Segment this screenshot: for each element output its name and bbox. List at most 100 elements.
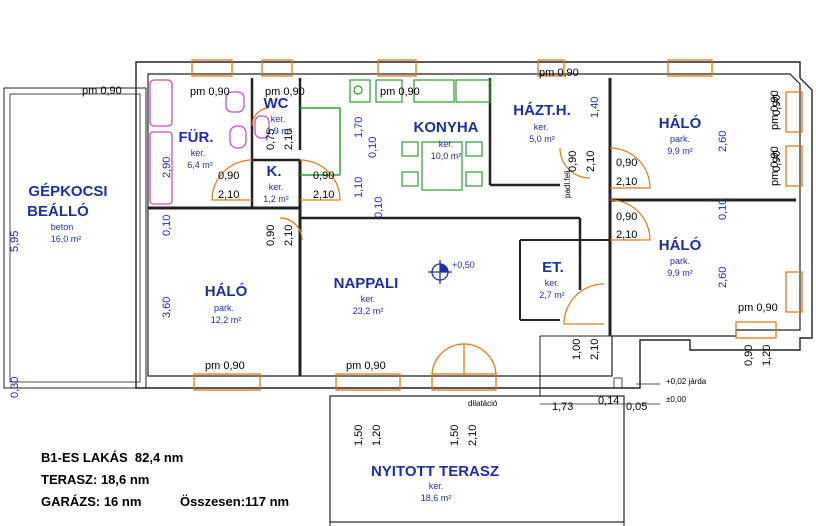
window-top-1 <box>191 59 233 77</box>
dim-label: 0,90 <box>771 151 783 172</box>
room-halo-ne-area: 9,9 m² <box>667 146 693 156</box>
pm-label: pm 0,90 <box>769 146 781 186</box>
room-halo-w-floor: park. <box>214 303 234 313</box>
dim-label: 0,10 <box>367 137 379 158</box>
padlofeli-label: padl.feli. <box>563 168 572 198</box>
room-nappali-area: 23,2 m² <box>353 306 384 316</box>
window-bottom-1 <box>193 373 261 391</box>
room-et-area: 2,7 m² <box>539 290 565 300</box>
room-terasz-area: 18,6 m² <box>421 493 452 503</box>
toilet-1 <box>229 125 247 149</box>
level-jarda-label: +0,02 járda <box>666 377 707 386</box>
room-fur-floor: ker. <box>191 148 206 158</box>
windows <box>191 59 803 391</box>
dim-label: 2,10 <box>585 151 597 172</box>
terrace-area <box>329 335 625 526</box>
dim-label: 0,90 <box>218 170 239 182</box>
dim-label: 5,95 <box>9 231 21 252</box>
walls <box>3 61 813 389</box>
pm-label: pm 0,90 <box>205 360 245 372</box>
room-halo-e-floor: park. <box>670 256 690 266</box>
dim-label: 0,90 <box>313 170 334 182</box>
room-halo-e-name: HÁLÓ <box>659 236 702 254</box>
dim-label: 2,10 <box>283 225 295 246</box>
window-right-2 <box>785 145 803 187</box>
dining-table <box>421 141 463 191</box>
window-bottom-4 <box>735 321 777 339</box>
room-haztH-name: HÁZT.H. <box>513 102 571 119</box>
room-et-name: ET. <box>542 259 564 276</box>
dim-label: 2,10 <box>616 229 637 241</box>
dim-label: 1,40 <box>589 97 601 118</box>
summary-line-3a: GARÁZS: 16 nm <box>41 494 142 509</box>
summary-line-2: TERASZ: 18,6 nm <box>41 472 150 487</box>
dim-label: 1,50 <box>353 425 365 446</box>
dim-label: 2,10 <box>313 189 334 201</box>
pm-label: pm 0,90 <box>190 86 230 98</box>
window-top-3 <box>377 59 417 77</box>
dimension-labels-blue: 1,70 0,10 1,10 0,10 1,40 2,60 0,10 2,60 … <box>9 97 729 398</box>
room-fur-area: 6,4 m² <box>187 160 213 170</box>
pm-label: pm 0,90 <box>738 302 778 314</box>
dim-label: 0,10 <box>717 199 729 220</box>
room-wc-name: WC <box>264 95 289 112</box>
window-top-5 <box>667 59 713 77</box>
washbasin <box>225 91 245 113</box>
dim-label: 2,60 <box>717 131 729 152</box>
room-k-area: 1,2 m² <box>263 194 289 204</box>
dim-label: 1,20 <box>761 345 773 366</box>
summary-line-1: B1-ES LAKÁS 82,4 nm <box>41 450 184 465</box>
dim-label: 2,10 <box>616 176 637 188</box>
room-halo-w-name: HÁLÓ <box>205 282 248 300</box>
annotations: +0,02 járda ±0,00 dilatáció padl.feli. <box>468 168 707 408</box>
dim-label: 0,90 <box>771 95 783 116</box>
room-konyha-name: KONYHA <box>413 119 478 136</box>
pm-label: pm 0,90 <box>539 67 579 79</box>
window-top-4 <box>537 59 565 77</box>
room-halo-ne-name: HÁLÓ <box>659 114 702 132</box>
room-haztH-floor: ker. <box>534 122 549 132</box>
dim-label: 0,10 <box>161 215 173 236</box>
dim-label: 0,90 <box>265 225 277 246</box>
room-fur-name: FÜR. <box>179 129 214 146</box>
dim-label: 0,90 <box>616 157 637 169</box>
dim-label: 0,05 <box>626 401 647 413</box>
room-nappali-floor: ker. <box>361 294 376 304</box>
dim-label: 0,90 <box>567 151 579 172</box>
room-konyha-floor: ker. <box>439 139 454 149</box>
room-halo-w-area: 12,2 m² <box>211 315 242 325</box>
room-gepkocsi-floor: beton <box>51 222 74 232</box>
room-wc-area: 1,9 m² <box>266 126 292 136</box>
pm-label: pm 0,90 <box>82 85 122 97</box>
window-right-1 <box>785 91 803 133</box>
dim-label: 1,73 <box>552 401 573 413</box>
dim-label: 1,10 <box>353 177 365 198</box>
level-zero-label: ±0,00 <box>666 395 687 404</box>
dim-label: 1,00 <box>571 339 583 360</box>
dim-label: 1,50 <box>449 425 461 446</box>
pm-label: pm 0,90 <box>769 90 781 130</box>
dim-label: 0,14 <box>598 395 619 407</box>
dim-label: 0,90 <box>616 211 637 223</box>
pm-label: pm 0,90 <box>380 86 420 98</box>
bathtub <box>149 79 173 127</box>
room-gepkocsi-area: 16,0 m² <box>51 234 82 244</box>
dim-label: 1,70 <box>353 117 365 138</box>
dim-label: 0,10 <box>373 197 385 218</box>
room-halo-e-area: 9,9 m² <box>667 268 693 278</box>
dim-label: 0,90 <box>743 345 755 366</box>
room-nappali-name: NAPPALI <box>334 275 399 292</box>
dimension-labels: 0,90 2,10 0,90 2,10 0,90 2,10 0,90 2,10 … <box>218 95 783 446</box>
dim-label: 0,30 <box>9 377 21 398</box>
pm-labels: pm 0,90 pm 0,90 pm 0,90 pm 0,90 pm 0,90 … <box>82 67 781 372</box>
pm-label: pm 0,90 <box>265 86 305 98</box>
window-right-3 <box>785 271 803 313</box>
kitchen-fixtures <box>349 79 491 191</box>
dim-label: 2,10 <box>218 189 239 201</box>
room-terasz-floor: ker. <box>429 481 444 491</box>
room-labels: GÉPKOCSI BEÁLLÓ beton 16,0 m² FÜR. ker. … <box>27 95 701 503</box>
dilatacio-label: dilatáció <box>468 399 498 408</box>
dim-label: 3,60 <box>161 297 173 318</box>
dim-label: 2,10 <box>283 129 295 150</box>
